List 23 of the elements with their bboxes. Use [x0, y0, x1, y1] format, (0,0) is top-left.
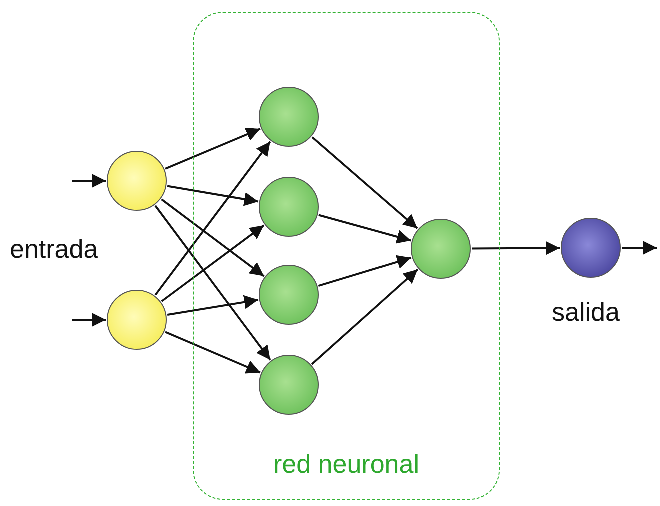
arrow: [161, 224, 265, 302]
arrow: [154, 141, 272, 296]
arrow: [318, 255, 412, 287]
arrow: [311, 268, 419, 366]
dashed-group-box: [193, 12, 500, 500]
hidden-neuron-circle: [259, 87, 319, 147]
arrow: [72, 174, 106, 188]
arrow: [318, 214, 412, 244]
arrow: [312, 136, 418, 230]
arrow: [154, 205, 272, 361]
arrow: [165, 331, 261, 374]
group-label: red neuronal: [272, 449, 420, 480]
arrow: [472, 241, 560, 256]
arrow: [167, 295, 259, 316]
arrow: [622, 241, 657, 255]
hidden-neuron-circle: [259, 355, 319, 415]
input-label: entrada: [10, 234, 98, 265]
arrow: [167, 185, 259, 206]
node-caption: salida: [552, 297, 620, 328]
arrow: [161, 198, 265, 278]
arrow: [165, 128, 261, 170]
output-neuron-circle: [411, 219, 471, 279]
arrow: [72, 313, 106, 327]
